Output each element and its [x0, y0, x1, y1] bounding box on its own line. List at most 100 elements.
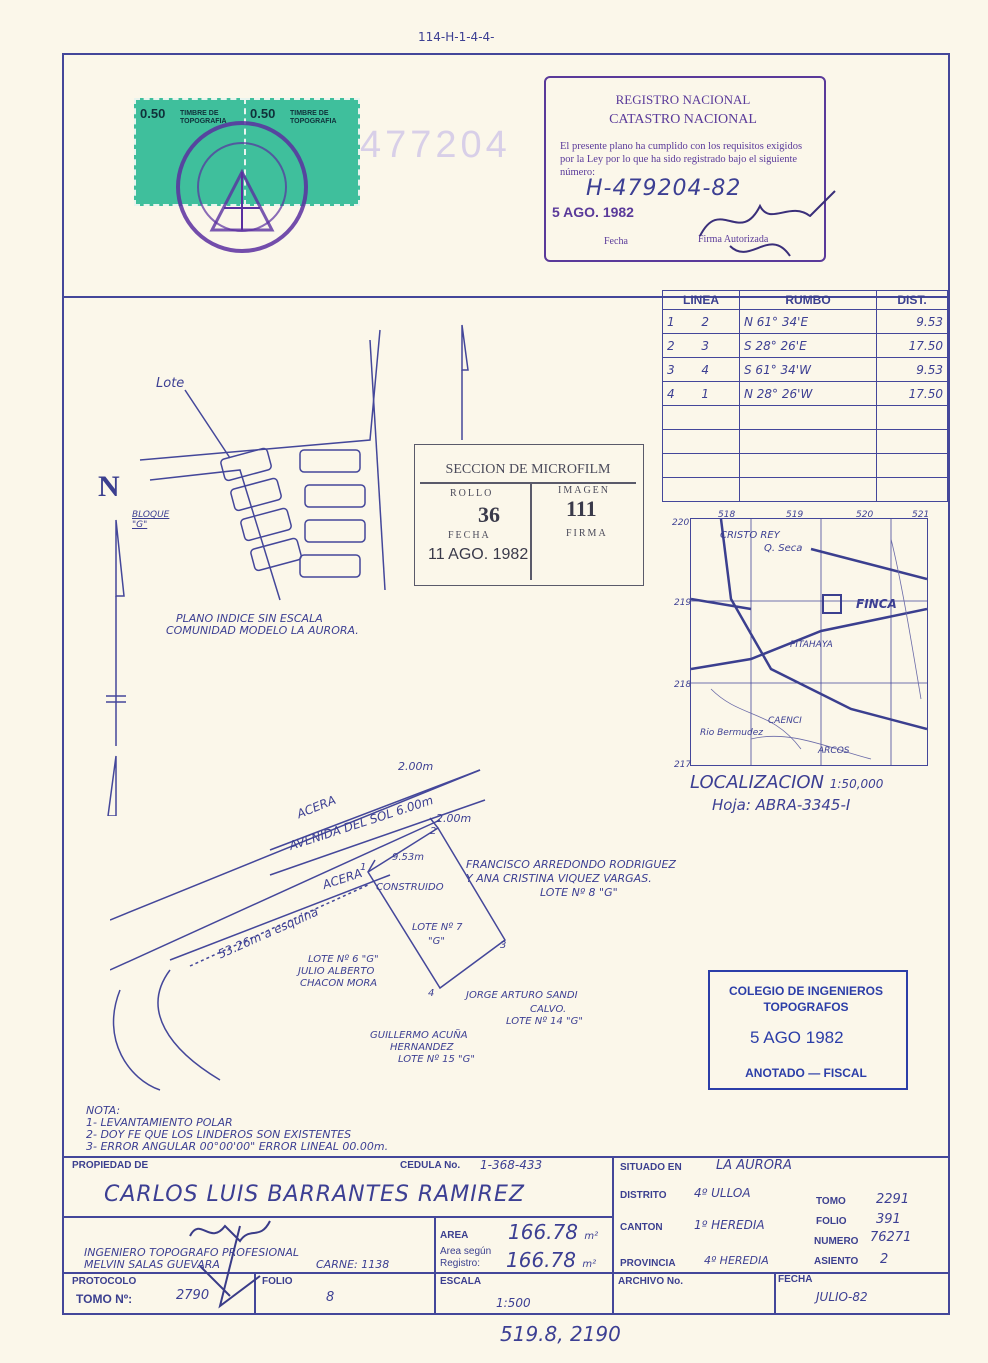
site-neighbor-east-3: LOTE Nº 14 "G" — [506, 1016, 583, 1027]
revenue-stamp-2: 0.50 TIMBRE DE TOPOGRAFIA — [244, 98, 360, 206]
note-2: 2- DOY FE QUE LOS LINDEROS SON EXISTENTE… — [86, 1128, 352, 1141]
map-place: CRISTO REY — [720, 530, 780, 541]
microfilm-fecha: 11 AGO. 1982 — [428, 546, 529, 563]
archivo-label: ARCHIVO No. — [618, 1276, 683, 1287]
site-neighbor-north-2: Y ANA CRISTINA VIQUEZ VARGAS. — [466, 872, 652, 885]
colegio-footer: ANOTADO — FISCAL — [745, 1066, 867, 1080]
provincia-value: 4º HEREDIA — [704, 1254, 769, 1267]
microfilm-imagen: 111 — [566, 496, 597, 521]
catastro-seal — [176, 121, 308, 253]
stamp-label: TIMBRE DE TOPOGRAFIA — [290, 110, 337, 125]
plan-north-arrow-icon — [461, 324, 469, 440]
header-rumbo: RUMBO — [739, 290, 877, 310]
site-neighbor-west-3: CHACON MORA — [300, 978, 378, 989]
north-label: N — [98, 470, 120, 503]
notes-title: NOTA: — [86, 1104, 121, 1117]
map-y-tick: 220 — [672, 518, 690, 528]
microfilm-firma-label: FIRMA — [566, 528, 608, 539]
map-y-tick: 219 — [674, 598, 692, 608]
cedula-value: 1-368-433 — [480, 1158, 543, 1172]
stamp-value: 0.50 — [140, 106, 166, 121]
map-place: Rio Bermudez — [700, 728, 763, 738]
site-neighbor-west-1: LOTE Nº 6 "G" — [308, 954, 379, 965]
folio2-label: FOLIO — [816, 1216, 847, 1227]
map-place: ARCOS — [818, 746, 850, 756]
tomo2-value: 2291 — [876, 1192, 910, 1207]
area-reg-label-1: Area según — [440, 1246, 492, 1257]
area-unit: m² — [584, 1231, 599, 1242]
microfilm-fecha-label: FECHA — [448, 530, 491, 541]
microfilm-rollo: 36 — [478, 502, 500, 527]
registro-title-1: REGISTRO NACIONAL — [615, 92, 751, 107]
bearing-table: LINEA RUMBO DIST. 1 2 N 61° 34'E 9.53 2 … — [662, 290, 948, 502]
site-neighbor-south-1: GUILLERMO ACUÑA — [370, 1030, 468, 1041]
situado-value: LA AURORA — [716, 1158, 792, 1173]
situado-label: SITUADO EN — [620, 1162, 682, 1173]
index-caption-2: COMUNIDAD MODELO LA AURORA. — [166, 624, 359, 637]
site-lote7-block: "G" — [428, 936, 445, 947]
table-row: 1 2 N 61° 34'E 9.53 — [662, 309, 948, 334]
folio-label: FOLIO — [262, 1276, 293, 1287]
numero-label: NUMERO — [814, 1236, 859, 1247]
site-neighbor-east-1: JORGE ARTURO SANDI — [466, 990, 578, 1001]
folio2-value: 391 — [876, 1212, 901, 1227]
table-row: 3 4 S 61° 34'W 9.53 — [662, 357, 948, 382]
escala-label: ESCALA — [440, 1276, 482, 1287]
stamp-label: TIMBRE DE TOPOGRAFIA — [180, 110, 227, 125]
site-neighbor-west-2: JULIO ALBERTO — [298, 966, 375, 977]
microfilm-stamp — [414, 444, 644, 586]
distrito-value: 4º ULLOA — [694, 1186, 751, 1200]
site-vertex: 1 — [360, 862, 367, 873]
site-neighbor-east-2: CALVO. — [530, 1004, 567, 1015]
microfilm-title: SECCION DE MICROFILM — [445, 462, 611, 477]
drawing-frame — [62, 53, 950, 1315]
engineer-signature — [189, 1220, 271, 1309]
header-linea: LINEA — [662, 290, 740, 310]
localization-title-text: LOCALIZACION — [690, 772, 825, 793]
site-neighbor-north-3: LOTE Nº 8 "G" — [540, 886, 618, 899]
index-lote-label: Lote — [156, 376, 185, 391]
site-construido: CONSTRUIDO — [376, 882, 444, 893]
colegio-line-1: COLEGIO DE INGENIEROS — [728, 984, 884, 998]
localization-hoja: Hoja: ABRA-3345-I — [712, 796, 851, 814]
area-label: AREA — [440, 1230, 469, 1241]
fecha-label: FECHA — [778, 1274, 813, 1285]
distrito-label: DISTRITO — [620, 1190, 667, 1201]
table-row: 4 1 N 28° 26'W 17.50 — [662, 381, 948, 406]
table-row — [662, 477, 948, 502]
registro-text: El presente plano ha cumplido con los re… — [560, 141, 803, 178]
area-reg-value: 166.78 m² — [506, 1248, 596, 1272]
title-block-divider — [254, 1272, 256, 1314]
colegio-stamp — [708, 970, 908, 1090]
colegio-line-2: TOPOGRAFOS — [763, 1000, 849, 1014]
registro-stamp — [544, 76, 826, 262]
map-x-tick: 519 — [786, 510, 804, 520]
asiento-label: ASIENTO — [814, 1256, 859, 1267]
site-vertex: 3 — [500, 940, 507, 951]
map-y-tick: 218 — [674, 680, 692, 690]
area-number: 166.78 — [508, 1220, 578, 1244]
site-dim-top: 2.00m — [398, 760, 434, 773]
header-divider — [62, 296, 950, 298]
map-place: PITAHAYA — [790, 640, 833, 650]
escala-value: 1:500 — [496, 1296, 531, 1310]
tomo-value: 2790 — [176, 1288, 210, 1303]
note-1: 1- LEVANTAMIENTO POLAR — [86, 1116, 233, 1129]
table-row: 2 3 S 28° 26'E 17.50 — [662, 333, 948, 358]
margin-number: 477204 — [360, 124, 511, 166]
note-3: 3- ERROR ANGULAR 00°00'00" ERROR LINEAL … — [86, 1140, 389, 1153]
site-neighbor-north-1: FRANCISCO ARREDONDO RODRIGUEZ — [466, 858, 676, 871]
area-reg-number: 166.78 — [506, 1248, 576, 1272]
cedula-label: CEDULA No. — [400, 1160, 461, 1171]
map-y-tick: 217 — [674, 760, 692, 770]
header-dist: DIST. — [876, 290, 948, 310]
stamp-value: 0.50 — [250, 106, 276, 121]
localization-map — [690, 518, 928, 766]
microfilm-rollo-label: ROLLO — [450, 488, 494, 499]
area-reg-label-2: Registro: — [440, 1258, 481, 1269]
title-block-divider — [612, 1156, 614, 1314]
registro-date: 5 AGO. 1982 — [552, 204, 634, 220]
map-place: FINCA — [856, 597, 897, 611]
canton-value: 1º HEREDIA — [694, 1218, 765, 1232]
area-reg-unit: m² — [582, 1259, 597, 1270]
